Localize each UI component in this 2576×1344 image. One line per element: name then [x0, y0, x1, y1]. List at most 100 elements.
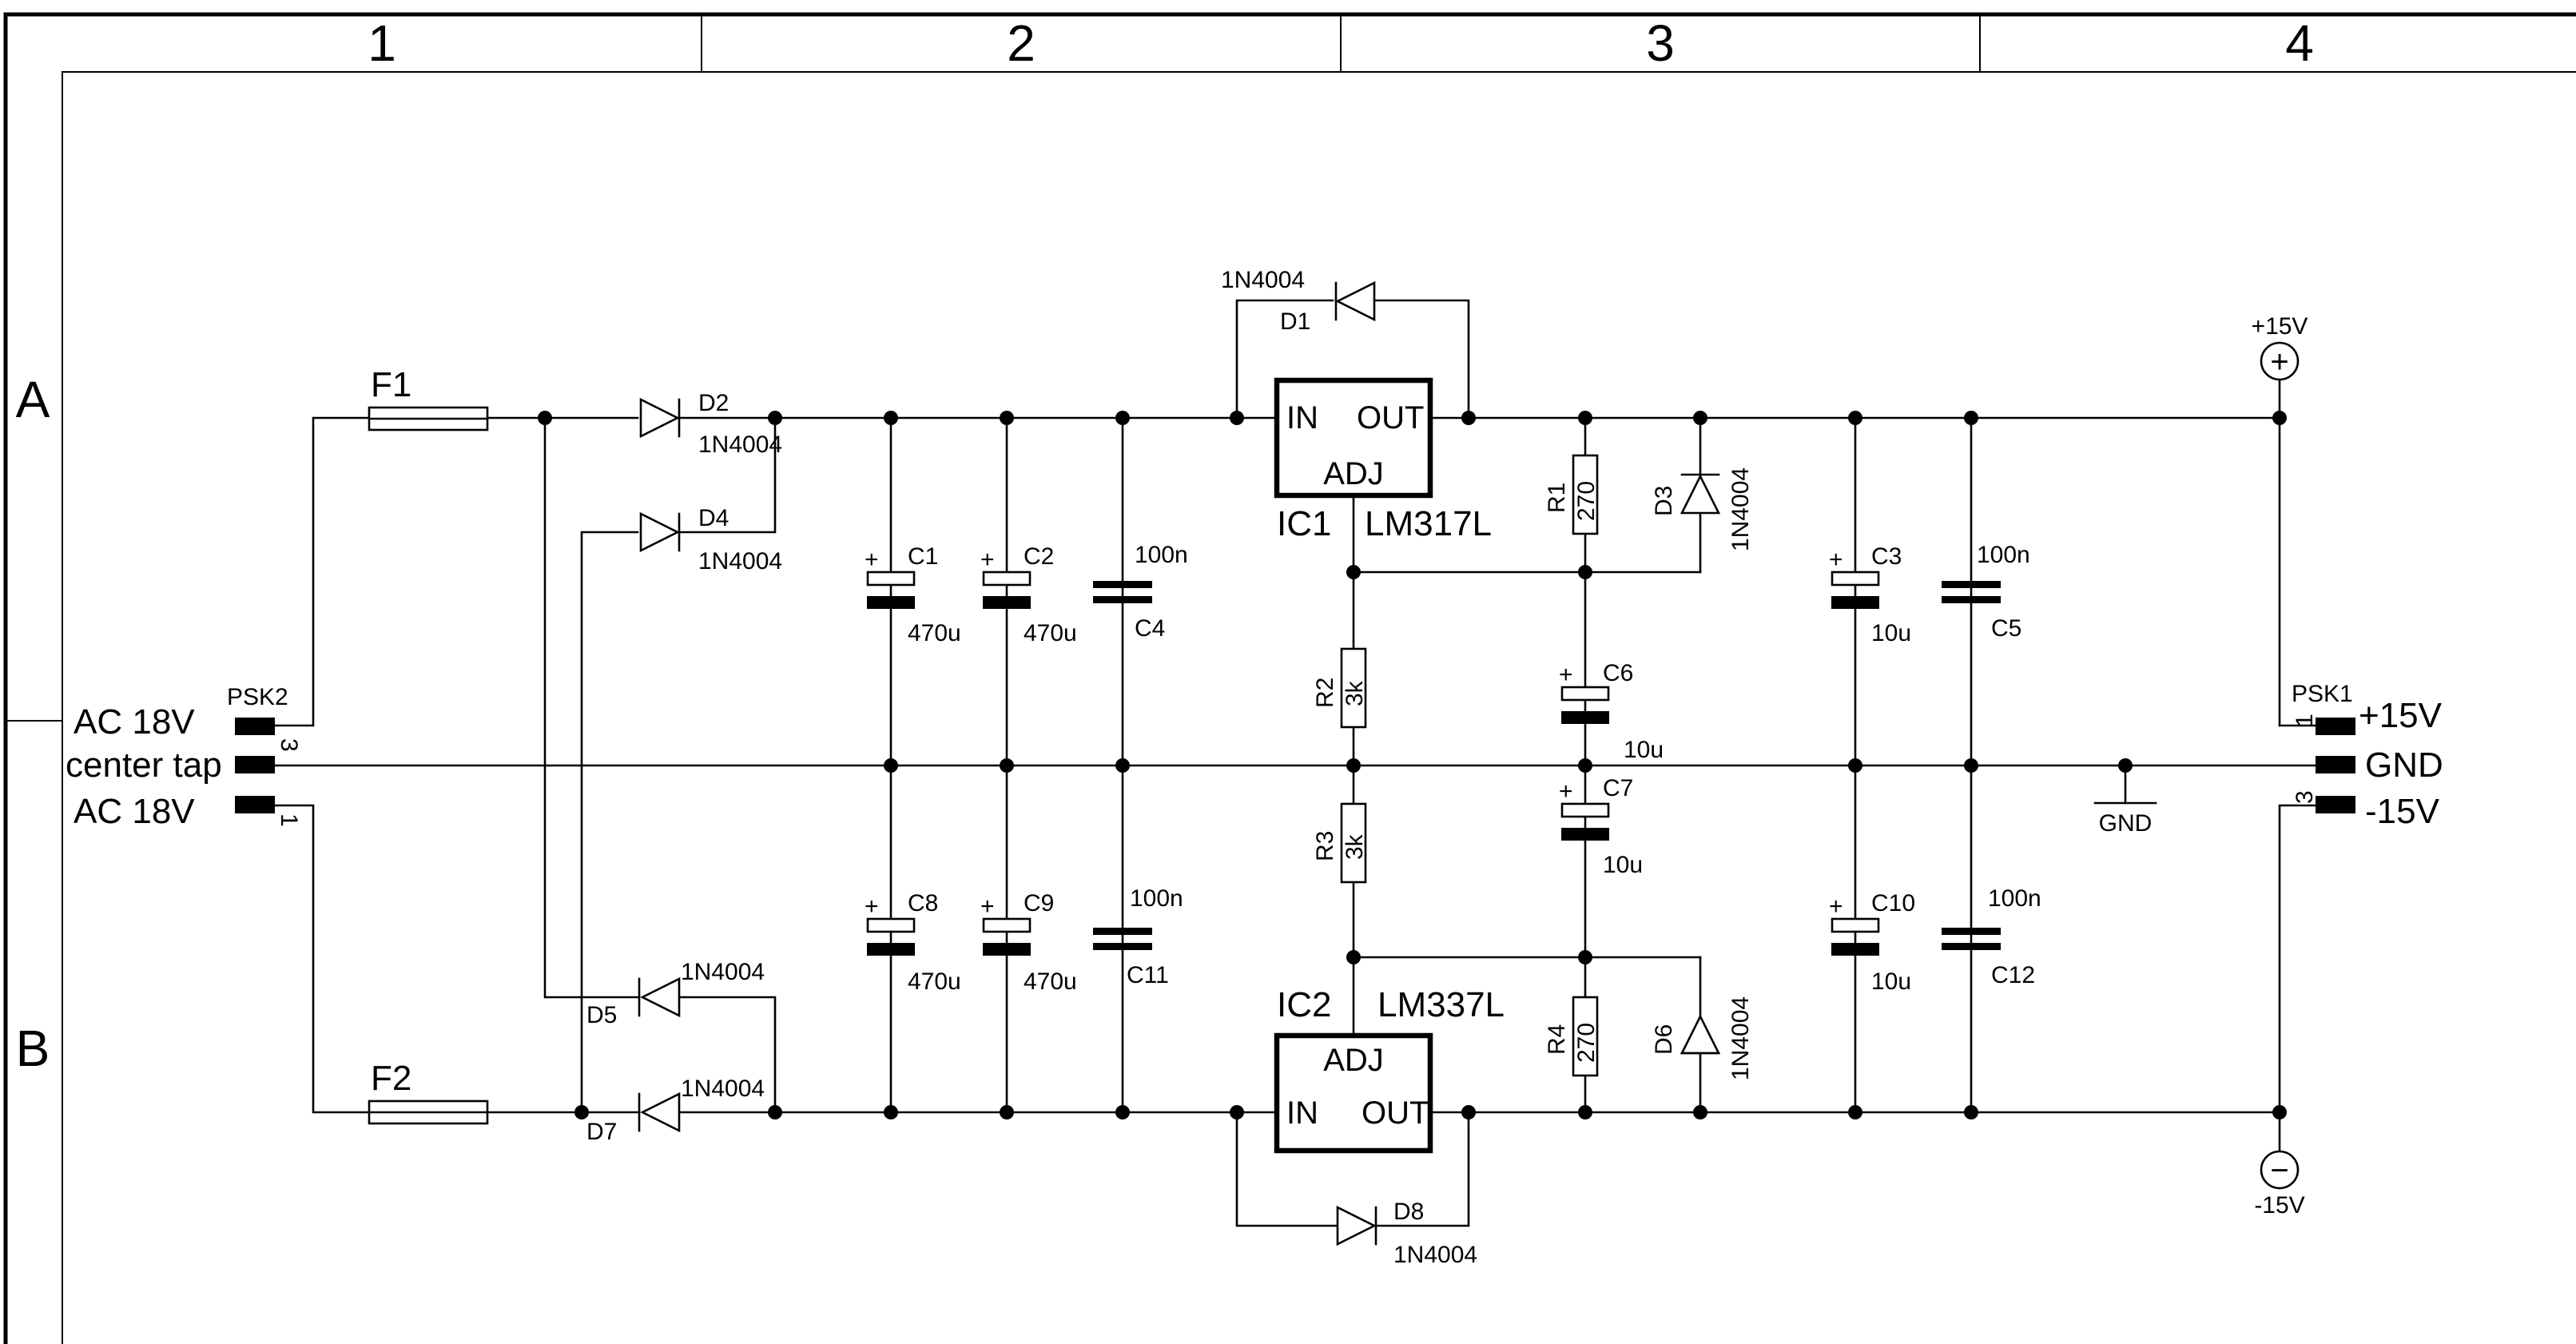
output-label-pos: +15V: [2359, 696, 2443, 735]
psk2-pin-1-number: 1: [276, 813, 302, 827]
capacitor-c10: + C10 10u: [1829, 890, 1915, 995]
diode-d5-value: 1N4004: [681, 959, 765, 985]
ic2-pin-in: IN: [1286, 1095, 1318, 1131]
diode-d4: D4 1N4004: [639, 505, 782, 575]
diode-d7-ref: D7: [586, 1119, 617, 1145]
psk2-pin-3-number: 3: [276, 738, 302, 752]
resistor-r1: R1 270: [1544, 454, 1600, 535]
row-label-a: A: [16, 371, 50, 428]
diode-d2: D2 1N4004: [639, 390, 782, 458]
capacitor-c5-value: 100n: [1977, 542, 2030, 568]
capacitor-c6-value: 10u: [1624, 737, 1664, 763]
input-label-center-tap: center tap: [66, 746, 222, 785]
row-label-b: B: [16, 1020, 50, 1077]
capacitor-c2: + C2 470u: [980, 543, 1077, 646]
psk2-pin-3: [235, 718, 275, 735]
supply-pos-label: +15V: [2252, 313, 2308, 340]
diode-d4-ref: D4: [698, 505, 729, 531]
capacitor-c12-ref: C12: [1991, 962, 2035, 988]
column-label-4: 4: [2285, 14, 2314, 72]
plus-icon: +: [2270, 344, 2288, 380]
diode-d6-value: 1N4004: [1727, 996, 1754, 1080]
ground-symbol: GND: [2093, 801, 2157, 837]
diode-d3-ref: D3: [1651, 486, 1677, 516]
capacitor-c12: 100n C12: [1942, 885, 2041, 988]
resistor-r1-value: 270: [1573, 481, 1600, 521]
capacitor-c5-ref: C5: [1991, 615, 2021, 642]
ic1-pin-adj: ADJ: [1323, 456, 1384, 491]
ic2-pin-out: OUT: [1362, 1095, 1429, 1131]
drawing-frame: 1 2 3 4 A B: [3, 12, 2576, 1344]
capacitor-c6-plus: +: [1559, 662, 1573, 688]
psk1-pin-2: [2316, 756, 2355, 773]
column-label-2: 2: [1007, 14, 1036, 72]
capacitor-c3: + C3 10u: [1829, 543, 1911, 646]
capacitor-c9-value: 470u: [1024, 968, 1077, 995]
output-label-neg: -15V: [2365, 792, 2440, 831]
diode-d6: D6 1N4004: [1651, 996, 1754, 1080]
supply-neg-label: -15V: [2254, 1192, 2304, 1219]
fuse-f1: F1: [368, 365, 489, 431]
connector-psk2: PSK2 3 1 AC 18V center tap AC 18V: [66, 684, 302, 831]
psk1-name: PSK1: [2292, 681, 2353, 707]
psk1-pin-3-number: 3: [2292, 790, 2318, 804]
resistor-r3-value: 3k: [1342, 833, 1368, 860]
input-label-ac2: AC 18V: [74, 792, 195, 831]
resistor-r3: R3 3k: [1312, 802, 1368, 884]
minus-icon: −: [2270, 1153, 2288, 1188]
column-label-3: 3: [1646, 14, 1675, 72]
diode-d8: D8 1N4004: [1336, 1199, 1477, 1268]
resistor-r2-ref: R2: [1312, 678, 1338, 708]
capacitor-c9: + C9 470u: [980, 890, 1077, 995]
psk2-pin-2: [235, 756, 275, 773]
capacitor-c3-value: 10u: [1871, 620, 1911, 646]
diode-d3: D3 1N4004: [1651, 467, 1754, 551]
psk2-pin-1: [235, 796, 275, 813]
diode-d1-value: 1N4004: [1221, 267, 1305, 293]
capacitor-c2-plus: +: [980, 547, 995, 573]
capacitor-c7-plus: +: [1559, 778, 1573, 805]
capacitor-c6: + C6 10u: [1559, 660, 1664, 763]
capacitor-c12-value: 100n: [1988, 885, 2041, 912]
capacitor-c1: + C1 470u: [865, 543, 961, 646]
psk1-pin-1: [2316, 718, 2355, 735]
capacitor-c10-ref: C10: [1871, 890, 1915, 917]
psk2-name: PSK2: [227, 684, 288, 710]
diode-d8-ref: D8: [1393, 1199, 1424, 1225]
ic1-part: LM317L: [1365, 504, 1492, 543]
diode-d1-ref: D1: [1280, 308, 1310, 335]
diode-d5: 1N4004 D5: [586, 959, 765, 1028]
capacitor-c2-value: 470u: [1024, 620, 1077, 646]
ic1-pin-in: IN: [1286, 400, 1318, 435]
capacitor-c4: 100n C4: [1093, 542, 1188, 642]
diode-d6-ref: D6: [1651, 1024, 1677, 1055]
input-label-ac1: AC 18V: [74, 702, 195, 742]
capacitor-c6-ref: C6: [1603, 660, 1633, 686]
ic2-ref: IC2: [1277, 985, 1331, 1024]
capacitor-c4-ref: C4: [1135, 615, 1165, 642]
capacitor-c1-ref: C1: [908, 543, 938, 570]
diode-d3-value: 1N4004: [1727, 467, 1754, 551]
capacitor-c10-plus: +: [1829, 893, 1843, 920]
capacitor-c8-value: 470u: [908, 968, 961, 995]
resistor-r2: R2 3k: [1312, 647, 1368, 729]
diode-d2-value: 1N4004: [698, 431, 782, 458]
fuse-f2-ref: F2: [371, 1059, 411, 1098]
ic1-ref: IC1: [1277, 504, 1331, 543]
output-label-gnd: GND: [2365, 746, 2443, 785]
capacitor-c7: + C7 10u: [1559, 775, 1643, 878]
capacitor-c9-plus: +: [980, 893, 995, 920]
column-label-1: 1: [368, 14, 396, 72]
ic2-part: LM337L: [1377, 985, 1505, 1024]
resistor-r4: R4 270: [1544, 996, 1600, 1077]
regulator-ic1: IN OUT ADJ IC1 LM317L: [1274, 377, 1492, 543]
capacitor-c10-value: 10u: [1871, 968, 1911, 995]
capacitor-c5: 100n C5: [1942, 542, 2030, 642]
capacitor-c8-ref: C8: [908, 890, 938, 917]
diode-d4-value: 1N4004: [698, 548, 782, 575]
capacitor-c7-ref: C7: [1603, 775, 1633, 801]
junction-dots: [538, 411, 2287, 1119]
diode-d7-value: 1N4004: [681, 1076, 765, 1102]
capacitor-c8: + C8 470u: [865, 890, 961, 995]
